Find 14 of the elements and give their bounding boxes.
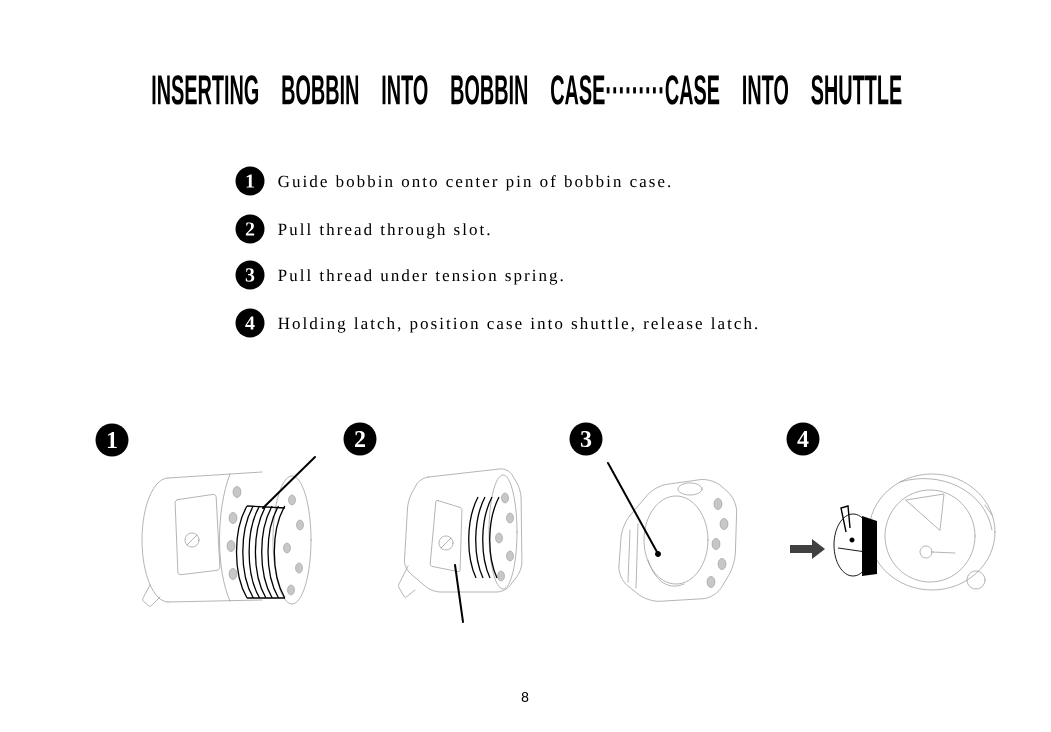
step-text: Guide bobbin onto center pin of bobbin case. <box>278 175 671 191</box>
page-number: 8 <box>521 692 529 702</box>
step-number: 3 <box>569 422 603 456</box>
step-number: 2 <box>343 422 377 456</box>
step-number: 1 <box>95 423 129 457</box>
step-text: Pull thread under tension spring. <box>278 269 563 285</box>
step-number: 4 <box>786 422 820 456</box>
step-number: 1 <box>235 166 265 196</box>
step-number: 2 <box>235 214 265 244</box>
step-text: Holding latch, position case into shuttle, release latch. <box>278 317 758 333</box>
step-number: 4 <box>235 308 265 338</box>
step-text: Pull thread through slot. <box>278 223 490 239</box>
step-number: 3 <box>235 260 265 290</box>
title: INSERTING BOBBIN INTO BOBBIN CASE·········CASE INTO SHUTTLE <box>152 75 902 105</box>
